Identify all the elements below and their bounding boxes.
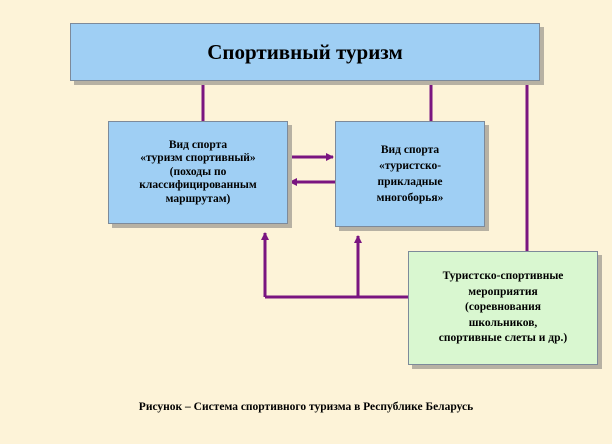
sport-tourism-box: Вид спорта «туризм спортивный» (походы п… — [108, 121, 288, 224]
title-box: Спортивный туризм — [70, 23, 540, 81]
tourist-events-box: Туристско-спортивные мероприятия (соревн… — [408, 251, 598, 365]
sport-tourism-text: Вид спорта «туризм спортивный» (походы п… — [139, 138, 257, 205]
tourist-allround-text: Вид спорта «туристско- прикладные многоб… — [376, 144, 444, 204]
figure-caption: Рисунок – Система спортивного туризма в … — [138, 401, 474, 413]
tourist-allround-box: Вид спорта «туристско- прикладные многоб… — [335, 121, 485, 227]
tourist-events-text: Туристско-спортивные мероприятия (соревн… — [438, 270, 568, 345]
title-text: Спортивный туризм — [207, 39, 403, 64]
